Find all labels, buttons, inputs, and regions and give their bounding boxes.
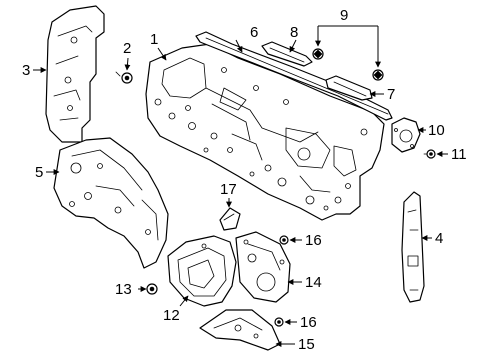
part-17-plug [219,207,241,231]
part-16-fastener-a [279,235,289,245]
part-6-cowl-strip [195,31,393,121]
callout-8: 8 [290,24,298,41]
callout-16-a: 16 [305,232,322,249]
part-2-fastener [115,71,133,84]
callout-6: 6 [250,24,258,41]
callout-2: 2 [123,40,131,57]
part-14-insulator [235,231,291,303]
callout-13: 13 [115,281,132,298]
callout-17: 17 [220,181,237,198]
callout-9: 9 [340,7,348,24]
part-4-bracket [401,191,425,303]
part-10-gasket [391,117,421,153]
callout-7: 7 [387,86,395,103]
part-9-clip-a [312,48,324,60]
callout-15: 15 [298,336,315,353]
part-11-screw [423,149,436,159]
callout-3: 3 [22,62,30,79]
part-1-dash-panel [145,43,385,221]
part-15-panel [199,309,281,351]
part-13-fastener [146,283,158,295]
callout-labels: 1 2 3 4 5 6 7 8 9 10 11 12 13 14 15 16 1… [22,7,467,353]
callout-16-b: 16 [300,314,317,331]
callout-4: 4 [435,230,443,247]
callout-1: 1 [150,31,158,48]
callout-10: 10 [428,122,445,139]
part-16-fastener-b [274,317,284,327]
part-12-insulator [167,235,237,307]
leader-lines [33,25,448,347]
part-7-panel [325,75,373,101]
part-5-panel [53,137,169,269]
part-3-bracket [45,5,105,143]
callout-11: 11 [451,146,467,163]
callout-12: 12 [163,307,180,324]
part-9-clip-b [372,69,384,81]
callout-14: 14 [305,274,322,291]
callout-5: 5 [35,164,43,181]
part-8-panel [261,41,313,67]
